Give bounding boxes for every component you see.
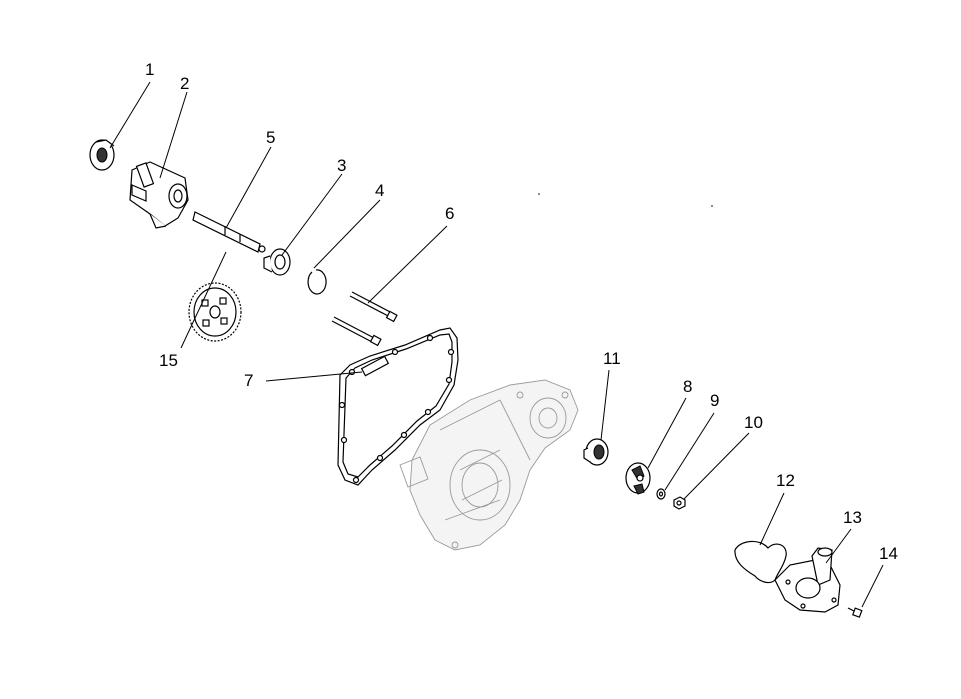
callout-11: 11 bbox=[603, 349, 621, 368]
part-8-impeller bbox=[625, 462, 651, 495]
callout-8: 8 bbox=[683, 377, 692, 396]
leader-line-3 bbox=[281, 173, 343, 256]
callout-14: 14 bbox=[879, 544, 898, 563]
callout-4: 4 bbox=[375, 181, 384, 200]
leader-line-14 bbox=[861, 564, 884, 608]
part-11-seal bbox=[583, 438, 609, 466]
leader-line-4 bbox=[313, 199, 381, 269]
part-2-pump-housing bbox=[129, 161, 189, 229]
callout-6: 6 bbox=[445, 204, 454, 223]
part-12-o-ring bbox=[734, 540, 787, 584]
callout-2: 2 bbox=[180, 74, 189, 93]
callout-5: 5 bbox=[266, 128, 275, 147]
part-6-bolts bbox=[331, 291, 398, 347]
part-15-gear bbox=[188, 282, 242, 342]
leader-line-10 bbox=[683, 432, 750, 500]
part-14-bolt bbox=[847, 607, 863, 618]
engine-cover-background bbox=[399, 379, 579, 551]
leader-line-6 bbox=[367, 225, 448, 304]
callout-9: 9 bbox=[710, 391, 719, 410]
part-9-washer bbox=[656, 488, 666, 500]
part-7-gasket bbox=[337, 327, 459, 486]
callout-3: 3 bbox=[337, 156, 346, 175]
leader-line-8 bbox=[647, 397, 687, 469]
leader-line-15 bbox=[180, 251, 227, 349]
callout-13: 13 bbox=[843, 508, 862, 527]
callout-12: 12 bbox=[776, 471, 795, 490]
leader-line-12 bbox=[759, 492, 785, 546]
part-5-shaft bbox=[192, 211, 266, 253]
callout-7: 7 bbox=[244, 371, 253, 390]
part-10-nut bbox=[673, 496, 686, 510]
callout-15: 15 bbox=[159, 351, 178, 370]
callout-1: 1 bbox=[145, 60, 154, 79]
part-3-bearing bbox=[263, 248, 291, 276]
leader-line-2 bbox=[159, 91, 188, 179]
callout-10: 10 bbox=[744, 413, 763, 432]
leader-line-7 bbox=[265, 371, 363, 382]
part-4-circlip bbox=[307, 269, 327, 295]
stray-dot bbox=[711, 205, 713, 207]
leader-line-13 bbox=[825, 528, 852, 564]
part-13-pump-cover bbox=[774, 547, 841, 613]
leader-line-5 bbox=[225, 146, 272, 229]
leader-line-9 bbox=[664, 412, 715, 491]
leader-line-11 bbox=[600, 369, 610, 441]
stray-dot bbox=[538, 193, 540, 195]
leader-line-1 bbox=[109, 81, 151, 149]
part-1-seal bbox=[89, 139, 115, 171]
